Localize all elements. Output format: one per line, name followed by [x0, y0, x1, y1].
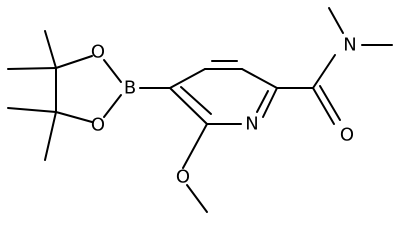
bond-carbonyl-double-b [319, 85, 341, 121]
ring-bond-c2-c3 [169, 87, 208, 125]
methyl-upper-left [7, 67, 57, 70]
chemical-structure-diagram: B O O N N O O [7, 7, 393, 213]
bond-o-lower-c-lower [55, 111, 93, 123]
ring-bond-c6-n1 [262, 87, 278, 118]
methyl-upper-top [44, 30, 57, 69]
methoxy-oxygen-atom-label: O [176, 167, 190, 188]
bond-b-o-upper [103, 59, 122, 83]
amide-nitrogen-atom-label: N [343, 35, 356, 56]
oxygen-upper-atom-label: O [91, 42, 105, 63]
methyl-lower-left [7, 107, 57, 113]
bond-n-amide-methyl-top [328, 7, 344, 34]
bonds [7, 7, 393, 213]
ring-bond-c5-c6 [241, 68, 278, 89]
bond-o-upper-c-upper [55, 55, 93, 69]
carbonyl-oxygen-atom-label: O [340, 125, 354, 146]
ring-nitrogen-atom-label: N [245, 114, 258, 135]
atom-labels: B O O N N O O [91, 35, 357, 188]
bond-c2-o-methoxy [182, 123, 208, 169]
bond-carbonyl-c-n-amide [312, 54, 336, 89]
ring-bond-c3-c4 [169, 68, 206, 89]
bond-carbonyl-double-a [312, 87, 335, 125]
structure-svg: B O O N N O O [7, 7, 393, 213]
methyl-lower-bottom [44, 111, 57, 161]
bond-o-methoxy-methyl [186, 184, 208, 213]
ring-bond-c2-c3-inner [180, 86, 212, 115]
boron-atom-label: B [124, 78, 136, 99]
ring-bond-c6-n1-inner [256, 90, 269, 113]
bond-b-o-lower [103, 94, 122, 118]
oxygen-lower-atom-label: O [91, 115, 105, 136]
